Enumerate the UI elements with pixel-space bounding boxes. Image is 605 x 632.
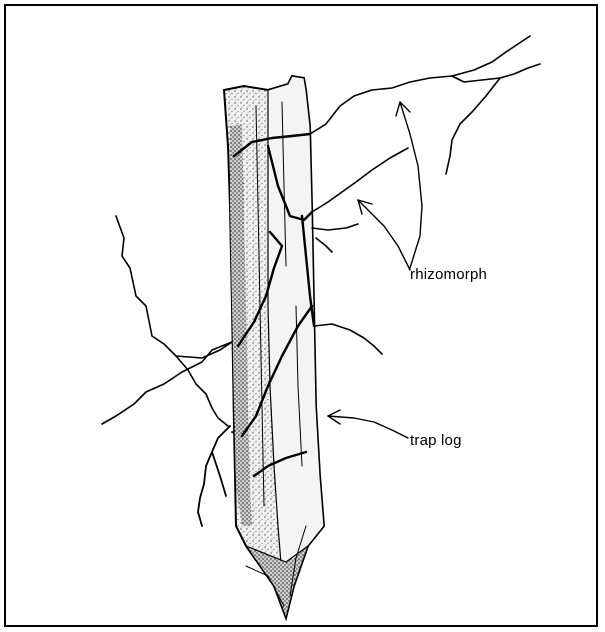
trap-log (224, 76, 324, 618)
trap-log-illustration (6, 6, 598, 627)
figure-frame: rhizomorph trap log (4, 4, 598, 627)
rhizomorph-right-lower (314, 324, 382, 354)
arrow-rhizomorph-lower (358, 200, 410, 270)
trap-log-label: trap log (410, 432, 462, 449)
rhizomorph-left-upper (102, 216, 232, 426)
rhizomorph-right-upper (310, 36, 540, 252)
arrow-trap-log (328, 410, 408, 438)
rhizomorph-label: rhizomorph (410, 266, 487, 283)
arrow-rhizomorph-upper (396, 102, 422, 268)
